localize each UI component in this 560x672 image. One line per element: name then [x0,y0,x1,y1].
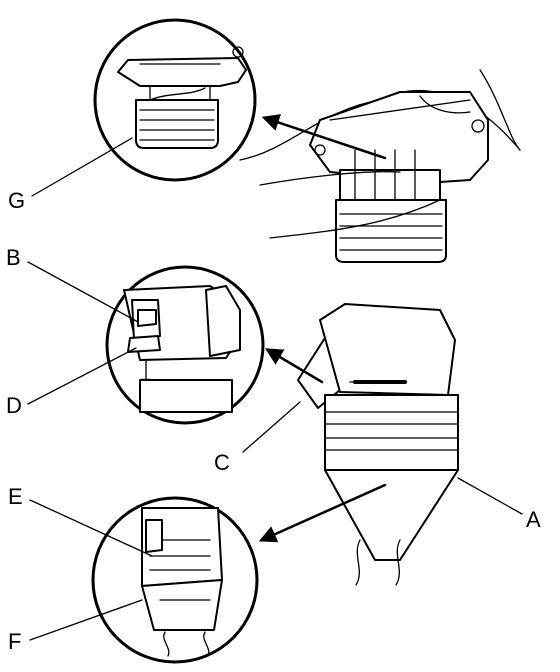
callout-f: F [8,629,21,654]
mounted-module [239,69,521,263]
callout-a: A [526,507,541,532]
detail-circle-ef [91,496,259,664]
callout-e: E [8,484,23,509]
detail-circle-bd [105,265,265,425]
callout-b: B [6,245,21,270]
detail-circle-g [93,18,257,182]
callout-d: D [6,393,22,418]
direction-arrows [258,114,387,543]
leader-lines [27,137,523,641]
callout-g: G [8,188,25,213]
callout-c: C [214,450,230,475]
connector-boot-assembly [297,303,459,586]
